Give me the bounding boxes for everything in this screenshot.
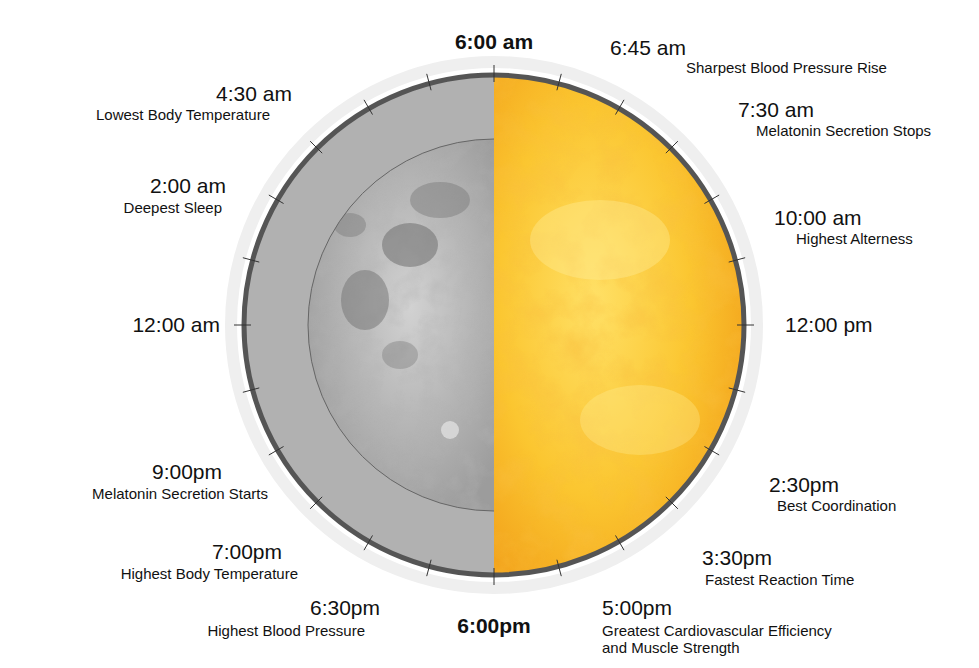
hour-tick	[616, 535, 625, 550]
hour-tick	[704, 195, 719, 204]
label-text: 7:30 am	[738, 98, 814, 122]
event-label: Best Coordination	[777, 497, 896, 514]
hour-tick	[704, 447, 719, 456]
label-text: 2:30pm	[769, 473, 839, 497]
label-text: Melatonin Secretion Stops	[756, 122, 931, 139]
label-text: 12:00 pm	[785, 313, 873, 337]
event-label: Melatonin Secretion Stops	[756, 122, 931, 139]
hour-tick	[310, 141, 322, 153]
moon-surface	[300, 135, 500, 515]
label-text: 9:00pm	[152, 460, 222, 484]
hour-tick	[364, 100, 373, 115]
hour-tick	[243, 388, 259, 392]
hour-tick	[364, 535, 373, 550]
label-text: Lowest Body Temperature	[96, 106, 270, 123]
label-text: Melatonin Secretion Starts	[92, 485, 268, 502]
label-text: Deepest Sleep	[124, 199, 222, 216]
time-label: 2:30pm	[769, 473, 839, 497]
hour-tick	[557, 74, 561, 90]
hour-tick	[666, 497, 678, 509]
label-text: 3:30pm	[702, 546, 772, 570]
label-text: Sharpest Blood Pressure Rise	[686, 59, 887, 76]
moon	[300, 135, 500, 515]
event-label: Sharpest Blood Pressure Rise	[686, 59, 887, 76]
hour-tick	[616, 100, 625, 115]
time-label: 7:30 am	[738, 98, 814, 122]
label-text: Highest Alterness	[796, 230, 913, 247]
moon-mare	[410, 182, 470, 218]
hour-tick	[427, 560, 431, 576]
sun-flare	[530, 200, 670, 280]
label-text: 2:00 am	[150, 174, 226, 198]
hour-tick	[310, 497, 322, 509]
moon-mare	[341, 270, 389, 330]
time-label: 12:00 pm	[785, 313, 873, 337]
time-label: 9:00pm	[152, 460, 222, 484]
sun-flare	[580, 385, 700, 455]
label-text: 10:00 am	[774, 206, 862, 230]
moon-texture	[300, 135, 500, 515]
hour-tick	[427, 74, 431, 90]
hour-ticks	[234, 65, 754, 585]
outer-ring	[231, 62, 757, 588]
time-label: 6:45 am	[610, 36, 686, 60]
label-text: Highest Blood Pressure	[207, 622, 365, 639]
hour-tick	[557, 560, 561, 576]
time-label: 2:00 am	[150, 174, 226, 198]
event-label: Melatonin Secretion Starts	[92, 485, 268, 502]
label-text: 6:45 am	[610, 36, 686, 60]
event-label: Fastest Reaction Time	[705, 571, 854, 588]
moon-mare	[334, 213, 366, 237]
label-text: 5:00pm	[602, 596, 672, 620]
label-text: Highest Body Temperature	[121, 565, 298, 582]
label-text: 6:30pm	[310, 596, 380, 620]
hour-tick	[494, 568, 495, 585]
label-text: Best Coordination	[777, 497, 896, 514]
time-label: 3:30pm	[702, 546, 772, 570]
sun-surface	[494, 75, 744, 575]
hour-tick	[729, 388, 745, 392]
hour-tick	[666, 141, 678, 153]
hour-tick	[269, 195, 284, 204]
label-text: 7:00pm	[212, 540, 282, 564]
label-text: Fastest Reaction Time	[705, 571, 854, 588]
time-label: 7:00pm	[212, 540, 282, 564]
label-text: 4:30 am	[216, 82, 292, 106]
label-text: 6:00 am	[455, 30, 533, 54]
clock-border	[244, 75, 744, 575]
hour-tick	[494, 65, 495, 82]
event-label: Deepest Sleep	[124, 199, 222, 216]
time-label: 10:00 am	[774, 206, 862, 230]
time-label: 6:00 am	[455, 30, 533, 54]
event-label: Lowest Body Temperature	[96, 106, 270, 123]
time-label: 4:30 am	[216, 82, 292, 106]
moon-outline	[308, 139, 494, 511]
time-label: 5:00pm	[602, 596, 672, 620]
event-label: Highest Blood Pressure	[207, 622, 365, 639]
hour-tick	[269, 447, 284, 456]
hour-tick	[737, 325, 754, 326]
label-text: 12:00 am	[132, 313, 220, 337]
moon-mare	[382, 341, 418, 369]
moon-crater	[441, 421, 459, 439]
time-label: 6:30pm	[310, 596, 380, 620]
label-text: 6:00pm	[457, 614, 531, 638]
time-label: 12:00 am	[132, 313, 220, 337]
moon-mare	[382, 223, 438, 267]
sun-texture	[494, 75, 744, 575]
time-label: 6:00pm	[457, 614, 531, 638]
label-text: Greatest Cardiovascular Efficiency and M…	[602, 622, 847, 656]
hour-tick	[243, 258, 259, 262]
event-label: Highest Body Temperature	[121, 565, 298, 582]
event-label: Highest Alterness	[796, 230, 913, 247]
event-label: Greatest Cardiovascular Efficiency and M…	[602, 622, 847, 656]
hour-tick	[234, 325, 251, 326]
sun-half	[494, 75, 744, 575]
hour-tick	[729, 258, 745, 262]
